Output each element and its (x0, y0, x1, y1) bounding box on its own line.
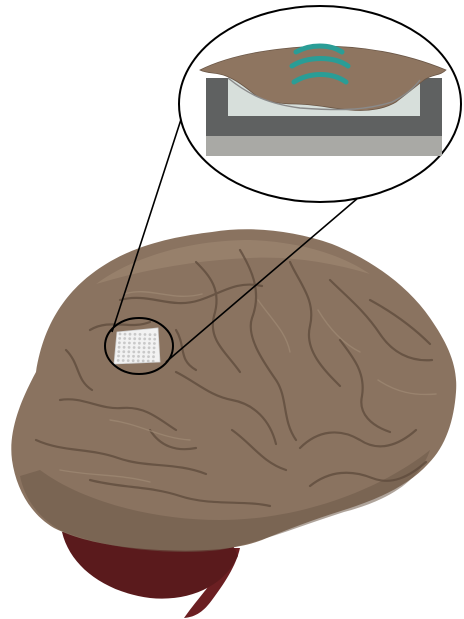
electrode-contact (132, 359, 135, 362)
electrode-contact (127, 355, 130, 358)
electrode-contact (152, 355, 155, 358)
electrode-contact (139, 333, 142, 336)
electrode-contact (118, 346, 121, 349)
electrode-contact (128, 346, 131, 349)
electrode-contact (123, 337, 126, 340)
electrode-contact (153, 342, 156, 345)
electrode-contact (138, 337, 141, 340)
electrode-contact (138, 346, 141, 349)
brain-cortex (11, 229, 456, 552)
electrode-contact (129, 333, 132, 336)
electrode-contact (117, 350, 120, 353)
electrode-contact (137, 351, 140, 354)
electrode-contact (144, 333, 147, 336)
electrode-array (114, 328, 160, 364)
electrode-contact (133, 346, 136, 349)
electrode-contact (147, 351, 150, 354)
electrode-contact (149, 333, 152, 336)
electrode-contact (152, 360, 155, 363)
electrode-contact (119, 333, 122, 336)
electrode-contact (132, 351, 135, 354)
electrode-contact (123, 346, 126, 349)
electrode-contact (148, 338, 151, 341)
electrode-contact (142, 360, 145, 363)
electrode-contact (133, 337, 136, 340)
electrode-contact (148, 346, 151, 349)
electrode-contact (117, 359, 120, 362)
electrode-contact (127, 359, 130, 362)
electrode-contact (143, 338, 146, 341)
electrode-contact (127, 350, 130, 353)
electrode-contact (132, 355, 135, 358)
electrode-contact (153, 338, 156, 341)
electrode-contact (128, 337, 131, 340)
electrode-contact (143, 346, 146, 349)
electrode-contact (134, 333, 137, 336)
electrode-contact (122, 355, 125, 358)
electrode-contact (123, 342, 126, 345)
electrode-contact (152, 351, 155, 354)
electrode-contact (122, 359, 125, 362)
electrode-contact (143, 342, 146, 345)
electrode-contact (122, 350, 125, 353)
electrode-contact (137, 355, 140, 358)
electrode-contact (142, 351, 145, 354)
electrode-contact (138, 342, 141, 345)
electrode-contact (153, 347, 156, 350)
electrode-contact (154, 333, 157, 336)
electrode-contact (133, 342, 136, 345)
electrode-contact (142, 355, 145, 358)
electrode-contact (148, 342, 151, 345)
electrode-contact (117, 355, 120, 358)
electrode-contact (128, 342, 131, 345)
electrode-contact (118, 341, 121, 344)
electrode-contact (124, 333, 127, 336)
electrode-contact (147, 355, 150, 358)
electrode-contact (147, 360, 150, 363)
electrode-contact (137, 359, 140, 362)
electrode-contact (118, 337, 121, 340)
